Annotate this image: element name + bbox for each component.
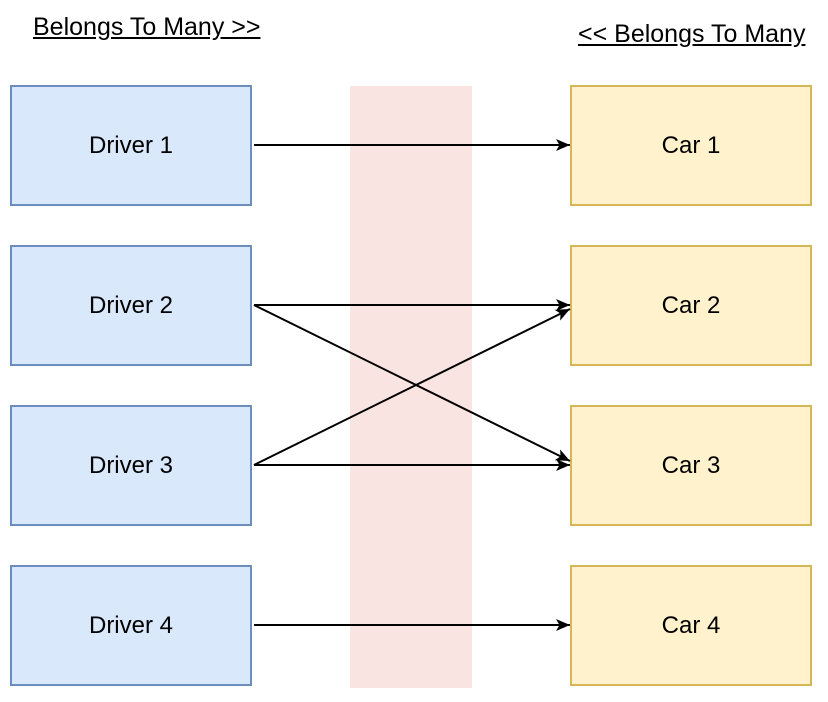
car-node-2: Car 2 <box>570 245 812 366</box>
car-node-2-label: Car 2 <box>661 291 721 319</box>
driver-node-4: Driver 4 <box>10 565 252 686</box>
driver-node-3-label: Driver 3 <box>88 451 173 479</box>
left-relationship-title: Belongs To Many >> <box>33 13 261 41</box>
car-node-3: Car 3 <box>570 405 812 526</box>
car-node-1: Car 1 <box>570 85 812 206</box>
right-relationship-title: << Belongs To Many <box>578 20 806 48</box>
car-node-3-label: Car 3 <box>661 451 721 479</box>
driver-node-1: Driver 1 <box>10 85 252 206</box>
driver-node-4-label: Driver 4 <box>88 611 173 639</box>
driver-node-1-label: Driver 1 <box>88 131 173 159</box>
pivot-table-band <box>350 86 472 688</box>
driver-node-2: Driver 2 <box>10 245 252 366</box>
driver-node-3: Driver 3 <box>10 405 252 526</box>
driver-node-2-label: Driver 2 <box>88 291 173 319</box>
car-node-4-label: Car 4 <box>661 611 721 639</box>
car-node-1-label: Car 1 <box>661 131 721 159</box>
car-node-4: Car 4 <box>570 565 812 686</box>
